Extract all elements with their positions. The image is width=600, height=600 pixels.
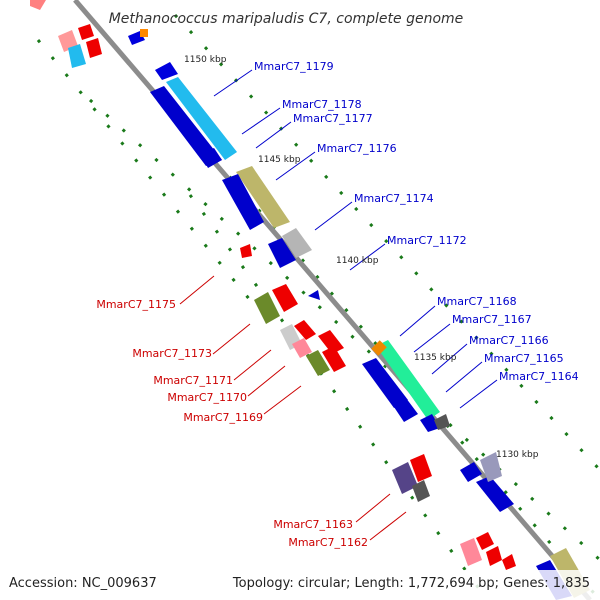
reverse-gene-labels: MmarC7_1175 MmarC7_1173 MmarC7_1171 Mmar… xyxy=(96,298,368,549)
gene-arrow[interactable] xyxy=(480,452,502,482)
gene-arrow[interactable] xyxy=(268,238,296,268)
gene-label[interactable]: MmarC7_1163 xyxy=(273,518,353,531)
gene-arrow[interactable] xyxy=(282,228,312,258)
map-title: Methanococcus maripaludis C7, complete g… xyxy=(109,11,464,27)
forward-gene-track xyxy=(128,29,590,600)
kbp-ticks: 1150 kbp 1145 kbp 1140 kbp 1135 kbp 1130… xyxy=(184,55,539,460)
accession-text: Accession: NC_009637 xyxy=(9,576,157,591)
gene-arrow[interactable] xyxy=(392,398,418,422)
tick-label: 1130 kbp xyxy=(496,450,539,460)
gene-arrow[interactable] xyxy=(318,330,344,354)
gene-arrow[interactable] xyxy=(78,24,94,40)
gene-arrow[interactable] xyxy=(200,148,222,168)
gene-label[interactable]: MmarC7_1178 xyxy=(282,98,362,111)
gene-arrow[interactable] xyxy=(68,44,86,68)
gene-arrow[interactable] xyxy=(412,480,430,502)
gene-arrow[interactable] xyxy=(460,538,482,566)
gene-arrow[interactable] xyxy=(434,414,450,430)
gene-label[interactable]: MmarC7_1165 xyxy=(484,352,564,365)
gene-arrow[interactable] xyxy=(476,532,494,550)
gene-arrow[interactable] xyxy=(86,38,102,58)
gene-label[interactable]: MmarC7_1179 xyxy=(254,60,334,73)
gene-arrow[interactable] xyxy=(236,166,290,228)
gene-arrow[interactable] xyxy=(222,174,264,230)
gene-arrow[interactable] xyxy=(30,0,46,10)
gene-label[interactable]: MmarC7_1168 xyxy=(437,295,517,308)
footer-background xyxy=(0,570,600,600)
gene-label[interactable]: MmarC7_1164 xyxy=(499,370,579,383)
topology-text: Topology: circular; Length: 1,772,694 bp… xyxy=(232,576,590,591)
gene-arrow[interactable] xyxy=(272,284,298,312)
gene-label[interactable]: MmarC7_1169 xyxy=(183,411,263,424)
gene-label[interactable]: MmarC7_1171 xyxy=(153,374,233,387)
gene-label[interactable]: MmarC7_1166 xyxy=(469,334,549,347)
label-connectors-forward xyxy=(213,69,498,409)
gene-arrow[interactable] xyxy=(292,338,312,358)
gc-dotted-guides xyxy=(36,13,600,600)
tick-label: 1150 kbp xyxy=(184,55,227,65)
gene-arrow[interactable] xyxy=(166,77,237,160)
gene-arrow[interactable] xyxy=(410,454,432,482)
gene-block[interactable] xyxy=(140,29,148,37)
gene-label[interactable]: MmarC7_1176 xyxy=(317,142,397,155)
gene-arrow[interactable] xyxy=(460,462,482,482)
gene-label[interactable]: MmarC7_1170 xyxy=(167,391,247,404)
gene-arrow[interactable] xyxy=(150,86,222,166)
gene-arrow[interactable] xyxy=(502,554,516,570)
gene-label[interactable]: MmarC7_1175 xyxy=(96,298,176,311)
gene-arrow[interactable] xyxy=(254,292,280,324)
gene-block[interactable] xyxy=(371,340,387,356)
gene-label[interactable]: MmarC7_1172 xyxy=(387,234,467,247)
gene-arrow[interactable] xyxy=(294,320,316,340)
gene-arrow[interactable] xyxy=(322,346,346,372)
tick-label: 1140 kbp xyxy=(336,256,379,266)
reverse-gene-track xyxy=(30,0,516,570)
gene-arrow[interactable] xyxy=(306,350,330,376)
gene-arrow[interactable] xyxy=(476,476,514,512)
gene-arrow[interactable] xyxy=(486,546,502,566)
gene-arrow[interactable] xyxy=(240,244,252,258)
gene-arrow[interactable] xyxy=(155,62,178,80)
gene-arrow[interactable] xyxy=(362,358,408,408)
gene-label[interactable]: MmarC7_1167 xyxy=(452,313,532,326)
tick-label: 1135 kbp xyxy=(414,353,457,363)
gene-arrow[interactable] xyxy=(376,340,440,420)
gene-label[interactable]: MmarC7_1173 xyxy=(132,347,212,360)
tick-label: 1145 kbp xyxy=(258,155,301,165)
gene-arrow[interactable] xyxy=(308,290,320,300)
gene-label[interactable]: MmarC7_1162 xyxy=(288,536,368,549)
forward-gene-labels: MmarC7_1179 MmarC7_1178 MmarC7_1177 Mmar… xyxy=(254,60,579,383)
gene-arrow[interactable] xyxy=(420,414,440,432)
gene-label[interactable]: MmarC7_1174 xyxy=(354,192,434,205)
gene-arrow[interactable] xyxy=(392,462,418,494)
gene-label[interactable]: MmarC7_1177 xyxy=(293,112,373,125)
label-connectors-reverse xyxy=(179,275,407,541)
